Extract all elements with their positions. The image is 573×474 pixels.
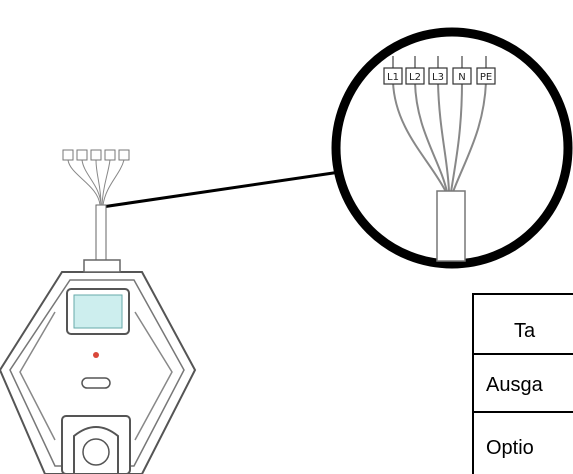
terminal-label-l1: L1 — [387, 72, 399, 83]
small-wire-fan — [62, 149, 130, 261]
table-cell-output: Ausga — [486, 374, 543, 396]
spec-table: Ta Ausga Optio — [472, 293, 573, 474]
cable-sheath — [436, 190, 466, 262]
magnifier: L1 L2 L3 N PE — [331, 27, 573, 269]
status-indicator — [93, 352, 99, 358]
terminal-label-l2: L2 — [409, 72, 421, 83]
terminal-label-n: N — [458, 72, 465, 83]
table-cell-option: Optio — [486, 437, 534, 459]
socket — [61, 415, 131, 474]
terminal-label-l3: L3 — [432, 72, 444, 83]
connector-line — [101, 170, 341, 209]
terminal-label-pe: PE — [480, 72, 492, 83]
wallbox-device — [0, 259, 197, 474]
table-header-row: Ta — [474, 295, 573, 355]
table-row: Ausga — [474, 355, 573, 413]
table-header-cell: Ta — [514, 320, 536, 342]
table-row: Optio — [474, 413, 573, 474]
